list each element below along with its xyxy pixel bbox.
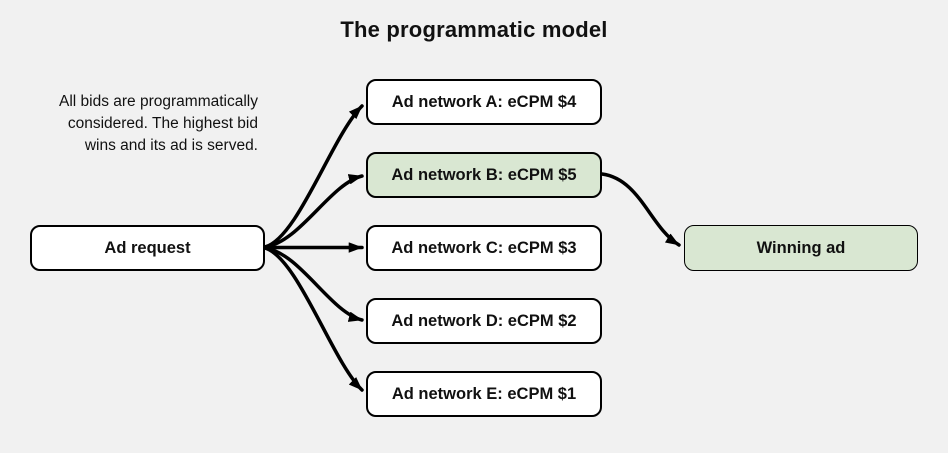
diagram-description: All bids are programmatically considered… [8,91,258,157]
ad-network-e-box: Ad network E: eCPM $1 [366,371,602,417]
ad-network-d-label: Ad network D: eCPM $2 [391,311,577,330]
ad-network-e-label: Ad network E: eCPM $1 [391,384,577,403]
arrow-request-to-network-d [263,246,364,322]
ad-network-b-label: Ad network B: eCPM $5 [391,165,577,184]
description-line: wins and its ad is served. [84,137,258,154]
ad-request-box: Ad request [30,225,265,271]
ad-network-b-box: Ad network B: eCPM $5 [366,152,602,198]
ad-network-c-box: Ad network C: eCPM $3 [366,225,602,271]
winning-ad-box: Winning ad [684,225,918,271]
diagram-title: The programmatic model [340,17,608,42]
ad-network-d-box: Ad network D: eCPM $2 [366,298,602,344]
ad-request-label: Ad request [104,238,191,257]
arrow-request-to-network-a [263,104,364,249]
ad-network-c-label: Ad network C: eCPM $3 [391,238,577,257]
winning-ad-label: Winning ad [756,238,846,257]
arrow-request-to-network-e [263,246,364,392]
ad-network-a-label: Ad network A: eCPM $4 [391,92,577,111]
description-line: considered. The highest bid [67,115,258,132]
description-line: All bids are programmatically [59,93,258,110]
arrow-request-to-network-b [263,174,364,249]
ad-network-a-box: Ad network A: eCPM $4 [366,79,602,125]
arrow-network-b-to-winning [600,172,681,247]
